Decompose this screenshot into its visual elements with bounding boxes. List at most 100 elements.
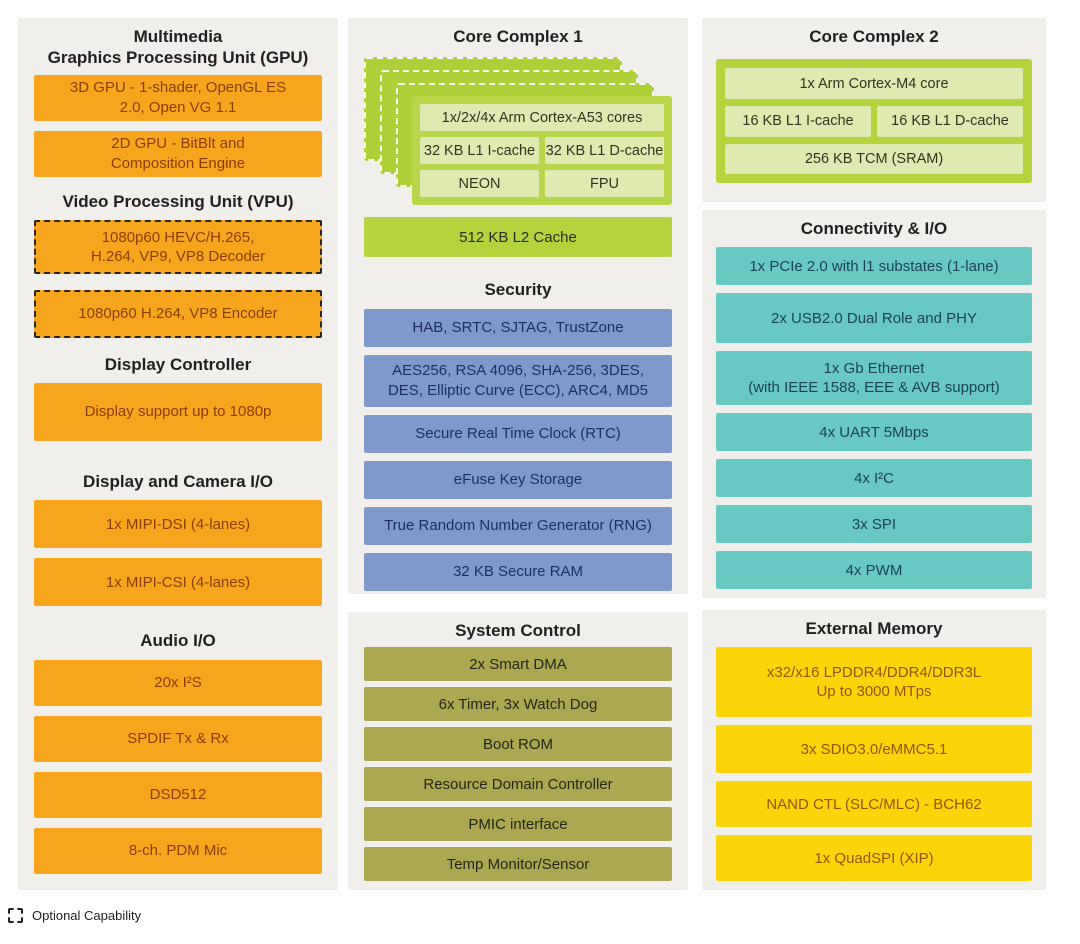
- block-efuse-key-storage: eFuse Key Storage: [364, 460, 672, 499]
- display-controller-title: Display Controller: [104, 354, 252, 374]
- block-label: Resource Domain Controller: [423, 775, 613, 793]
- multimedia-panel: Multimedia Graphics Processing Unit (GPU…: [18, 18, 338, 890]
- block-label: Boot ROM: [482, 735, 554, 753]
- system-control-title: System Control: [455, 621, 581, 640]
- block-pwm: 4x PWM: [716, 551, 1032, 590]
- block-timer-watchdog: 6x Timer, 3x Watch Dog: [364, 687, 672, 722]
- block-label: 20x I²S: [154, 673, 202, 691]
- block-label: 4x PWM: [845, 561, 903, 579]
- legend-label: Optional Capability: [32, 908, 142, 923]
- block-label: 1080p60 H.264, VP8 Encoder: [78, 305, 278, 323]
- block-label: True Random Number Generator (RNG): [384, 516, 652, 534]
- block-trng: True Random Number Generator (RNG): [364, 506, 672, 545]
- block-pcie: 1x PCIe 2.0 with l1 substates (1-lane): [716, 247, 1032, 286]
- block-label: 2x USB2.0 Dual Role and PHY: [771, 309, 977, 327]
- block-label: H.264, VP9, VP8 Decoder: [90, 247, 266, 265]
- block-label: PMIC interface: [468, 815, 568, 833]
- block-vpu-encoder: 1080p60 H.264, VP8 Encoder: [34, 289, 322, 338]
- m4-cache-row: 16 KB L1 I-cache 16 KB L1 D-cache: [725, 105, 1023, 137]
- core-complex-2-panel: Core Complex 2 1x Arm Cortex-M4 core 16 …: [702, 18, 1046, 202]
- block-label: 1x Gb Ethernet: [823, 360, 925, 378]
- block-label: x32/x16 LPDDR4/DDR4/DDR3L: [766, 664, 982, 682]
- block-i2c: 4x I²C: [716, 459, 1032, 498]
- block-neon: NEON: [420, 170, 539, 198]
- multimedia-title-line: Multimedia: [133, 27, 223, 46]
- connectivity-title: Connectivity & I/O: [800, 219, 948, 238]
- security-title: Security: [484, 280, 552, 300]
- block-nand-ctl: NAND CTL (SLC/MLC) - BCH62: [716, 781, 1032, 828]
- gpu-subtitle: Graphics Processing Unit (GPU): [47, 48, 309, 68]
- block-boot-rom: Boot ROM: [364, 727, 672, 762]
- block-secure-ram: 32 KB Secure RAM: [364, 552, 672, 591]
- block-label: Temp Monitor/Sensor: [446, 855, 590, 873]
- block-label: 3x SDIO3.0/eMMC5.1: [800, 740, 948, 758]
- block-crypto-engines: AES256, RSA 4096, SHA-256, 3DES, DES, El…: [364, 354, 672, 407]
- block-sdio-emmc: 3x SDIO3.0/eMMC5.1: [716, 725, 1032, 774]
- block-label: 2x Smart DMA: [469, 655, 567, 673]
- block-vpu-decoder: 1080p60 HEVC/H.265, H.264, VP9, VP8 Deco…: [34, 219, 322, 274]
- l1-cache-row: 32 KB L1 I-cache 32 KB L1 D-cache: [420, 137, 664, 165]
- block-label: 1x MIPI-CSI (4-lanes): [105, 573, 251, 591]
- block-label: 4x UART 5Mbps: [819, 423, 929, 441]
- block-cortex-a53-cores: 1x/2x/4x Arm Cortex-A53 cores: [420, 104, 664, 132]
- block-spdif: SPDIF Tx & Rx: [34, 715, 322, 762]
- cortex-m4-card: 1x Arm Cortex-M4 core 16 KB L1 I-cache 1…: [716, 59, 1032, 184]
- block-label: DES, Elliptic Curve (ECC), ARC4, MD5: [387, 381, 649, 399]
- block-label: 3D GPU - 1-shader, OpenGL ES: [69, 79, 287, 97]
- block-label: HAB, SRTC, SJTAG, TrustZone: [412, 318, 624, 336]
- block-uart: 4x UART 5Mbps: [716, 413, 1032, 452]
- dashed-box-icon: [8, 908, 23, 923]
- block-hab-trustzone: HAB, SRTC, SJTAG, TrustZone: [364, 308, 672, 347]
- vpu-title: Video Processing Unit (VPU): [62, 191, 294, 211]
- block-label: DSD512: [149, 785, 207, 803]
- block-pmic-interface: PMIC interface: [364, 807, 672, 842]
- block-a53-l1-icache: 32 KB L1 I-cache: [420, 137, 539, 165]
- block-mipi-csi: 1x MIPI-CSI (4-lanes): [34, 558, 322, 607]
- system-control-panel: System Control 2x Smart DMA 6x Timer, 3x…: [348, 612, 688, 890]
- block-label: eFuse Key Storage: [453, 470, 583, 488]
- block-label: 3x SPI: [851, 515, 897, 533]
- block-m4-l1-icache: 16 KB L1 I-cache: [725, 105, 871, 137]
- block-label: 1x MIPI-DSI (4-lanes): [105, 515, 251, 533]
- connectivity-panel: Connectivity & I/O 1x PCIe 2.0 with l1 s…: [702, 210, 1046, 598]
- block-display-support: Display support up to 1080p: [34, 383, 322, 441]
- cortex-a53-core-stack: 1x/2x/4x Arm Cortex-A53 cores 32 KB L1 I…: [364, 57, 672, 206]
- block-cortex-m4-core: 1x Arm Cortex-M4 core: [725, 68, 1023, 99]
- display-camera-io-title: Display and Camera I/O: [83, 472, 273, 491]
- block-m4-l1-dcache: 16 KB L1 D-cache: [877, 105, 1023, 137]
- block-pdm-mic: 8-ch. PDM Mic: [34, 827, 322, 874]
- block-resource-domain-controller: Resource Domain Controller: [364, 767, 672, 802]
- block-fpu: FPU: [545, 170, 664, 198]
- block-l2-cache: 512 KB L2 Cache: [364, 217, 672, 258]
- block-label: Composition Engine: [110, 154, 246, 172]
- multimedia-title: Multimedia Graphics Processing Unit (GPU…: [34, 26, 322, 69]
- block-secure-rtc: Secure Real Time Clock (RTC): [364, 414, 672, 453]
- core-complex-1-panel: Core Complex 1 1x/2x/4x Arm Cortex-A53 c…: [348, 18, 688, 594]
- core-complex-2-title: Core Complex 2: [809, 27, 939, 46]
- block-label: 1x QuadSPI (XIP): [814, 849, 934, 867]
- block-label: 2.0, Open VG 1.1: [119, 98, 237, 116]
- block-label: 1080p60 HEVC/H.265,: [101, 228, 255, 246]
- block-dsd512: DSD512: [34, 771, 322, 818]
- block-label: (with IEEE 1588, EEE & AVB support): [748, 379, 1000, 397]
- block-lpddr4: x32/x16 LPDDR4/DDR4/DDR3L Up to 3000 MTp…: [716, 647, 1032, 718]
- block-temp-monitor: Temp Monitor/Sensor: [364, 847, 672, 882]
- block-label: Up to 3000 MTps: [816, 683, 932, 701]
- block-label: 2D GPU - BitBlt and: [111, 135, 245, 153]
- block-spi: 3x SPI: [716, 505, 1032, 544]
- block-label: 1x PCIe 2.0 with l1 substates (1-lane): [749, 257, 999, 275]
- legend-optional-capability: Optional Capability: [8, 908, 141, 923]
- audio-io-title: Audio I/O: [140, 631, 216, 651]
- block-label: 6x Timer, 3x Watch Dog: [438, 695, 598, 713]
- block-label: AES256, RSA 4096, SHA-256, 3DES,: [392, 362, 644, 380]
- neon-fpu-row: NEON FPU: [420, 170, 664, 198]
- block-label: NAND CTL (SLC/MLC) - BCH62: [766, 795, 982, 813]
- block-quadspi: 1x QuadSPI (XIP): [716, 835, 1032, 882]
- block-label: Secure Real Time Clock (RTC): [415, 424, 621, 442]
- block-label: 32 KB Secure RAM: [452, 562, 584, 580]
- block-label: Display support up to 1080p: [84, 403, 272, 421]
- block-label: 4x I²C: [853, 469, 894, 487]
- block-2d-gpu: 2D GPU - BitBlt and Composition Engine: [34, 130, 322, 177]
- block-usb: 2x USB2.0 Dual Role and PHY: [716, 293, 1032, 344]
